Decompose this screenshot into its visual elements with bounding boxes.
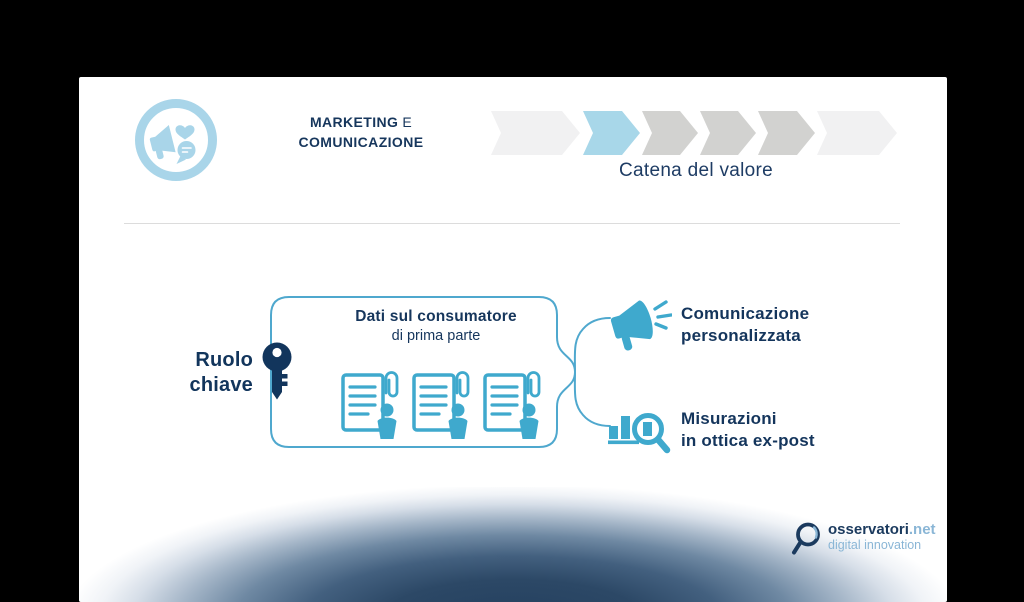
bar-chart-magnifier-icon (608, 413, 671, 454)
logo-text: osservatori.net digital innovation (828, 521, 936, 552)
document-person-icon (483, 371, 541, 439)
chevron-step-5 (758, 111, 815, 155)
consumer-data-box-outline (270, 296, 611, 448)
value-chain-label: Catena del valore (618, 160, 774, 181)
key-role-line1: Ruolo (195, 349, 253, 371)
outcome-measurement: Misurazioni in ottica ex-post (681, 408, 815, 452)
document-person-icon (412, 371, 470, 439)
magnifier-icon (792, 522, 820, 555)
key-role-line2: chiave (189, 374, 253, 396)
logo-brand: osservatori.net (828, 521, 936, 538)
key-role-label: Ruolo chiave (137, 348, 253, 398)
megaphone-icon (610, 300, 672, 351)
chevron-step-2-active (583, 111, 640, 155)
branch-up (573, 317, 611, 373)
category-title-bold: MARKETING (309, 114, 399, 130)
value-chain-chevrons (491, 111, 897, 155)
osservatori-logo: osservatori.net digital innovation (789, 521, 936, 559)
branch-down (573, 371, 611, 427)
key-icon (262, 342, 292, 400)
logo-tagline: digital innovation (828, 538, 922, 552)
consumer-data-box-title: Dati sul consumatore di prima parte (321, 308, 551, 344)
document-person-icon (341, 371, 399, 439)
chevron-step-3 (642, 111, 698, 155)
outcome-measurement-line2: in ottica ex-post (681, 431, 815, 450)
megaphone-heart-chat-icon (135, 99, 217, 181)
logo-brand-name: osservatori (828, 521, 909, 538)
outcome-communication: Comunicazione personalizzata (681, 303, 809, 347)
outcome-measurement-line1: Misurazioni (681, 409, 777, 428)
chevron-step-4 (700, 111, 756, 155)
header-divider (124, 223, 900, 224)
box-subtitle-line: di prima parte (391, 328, 481, 344)
outcome-communication-line2: personalizzata (681, 326, 801, 345)
chevron-step-6 (817, 111, 897, 155)
category-title-regular: E (402, 114, 413, 130)
category-title-line2: COMUNICAZIONE (298, 134, 424, 150)
chevron-step-1 (491, 111, 580, 155)
logo-brand-suffix: .net (908, 521, 936, 538)
box-title-line: Dati sul consumatore (355, 308, 517, 325)
outcome-communication-line1: Comunicazione (681, 304, 810, 323)
